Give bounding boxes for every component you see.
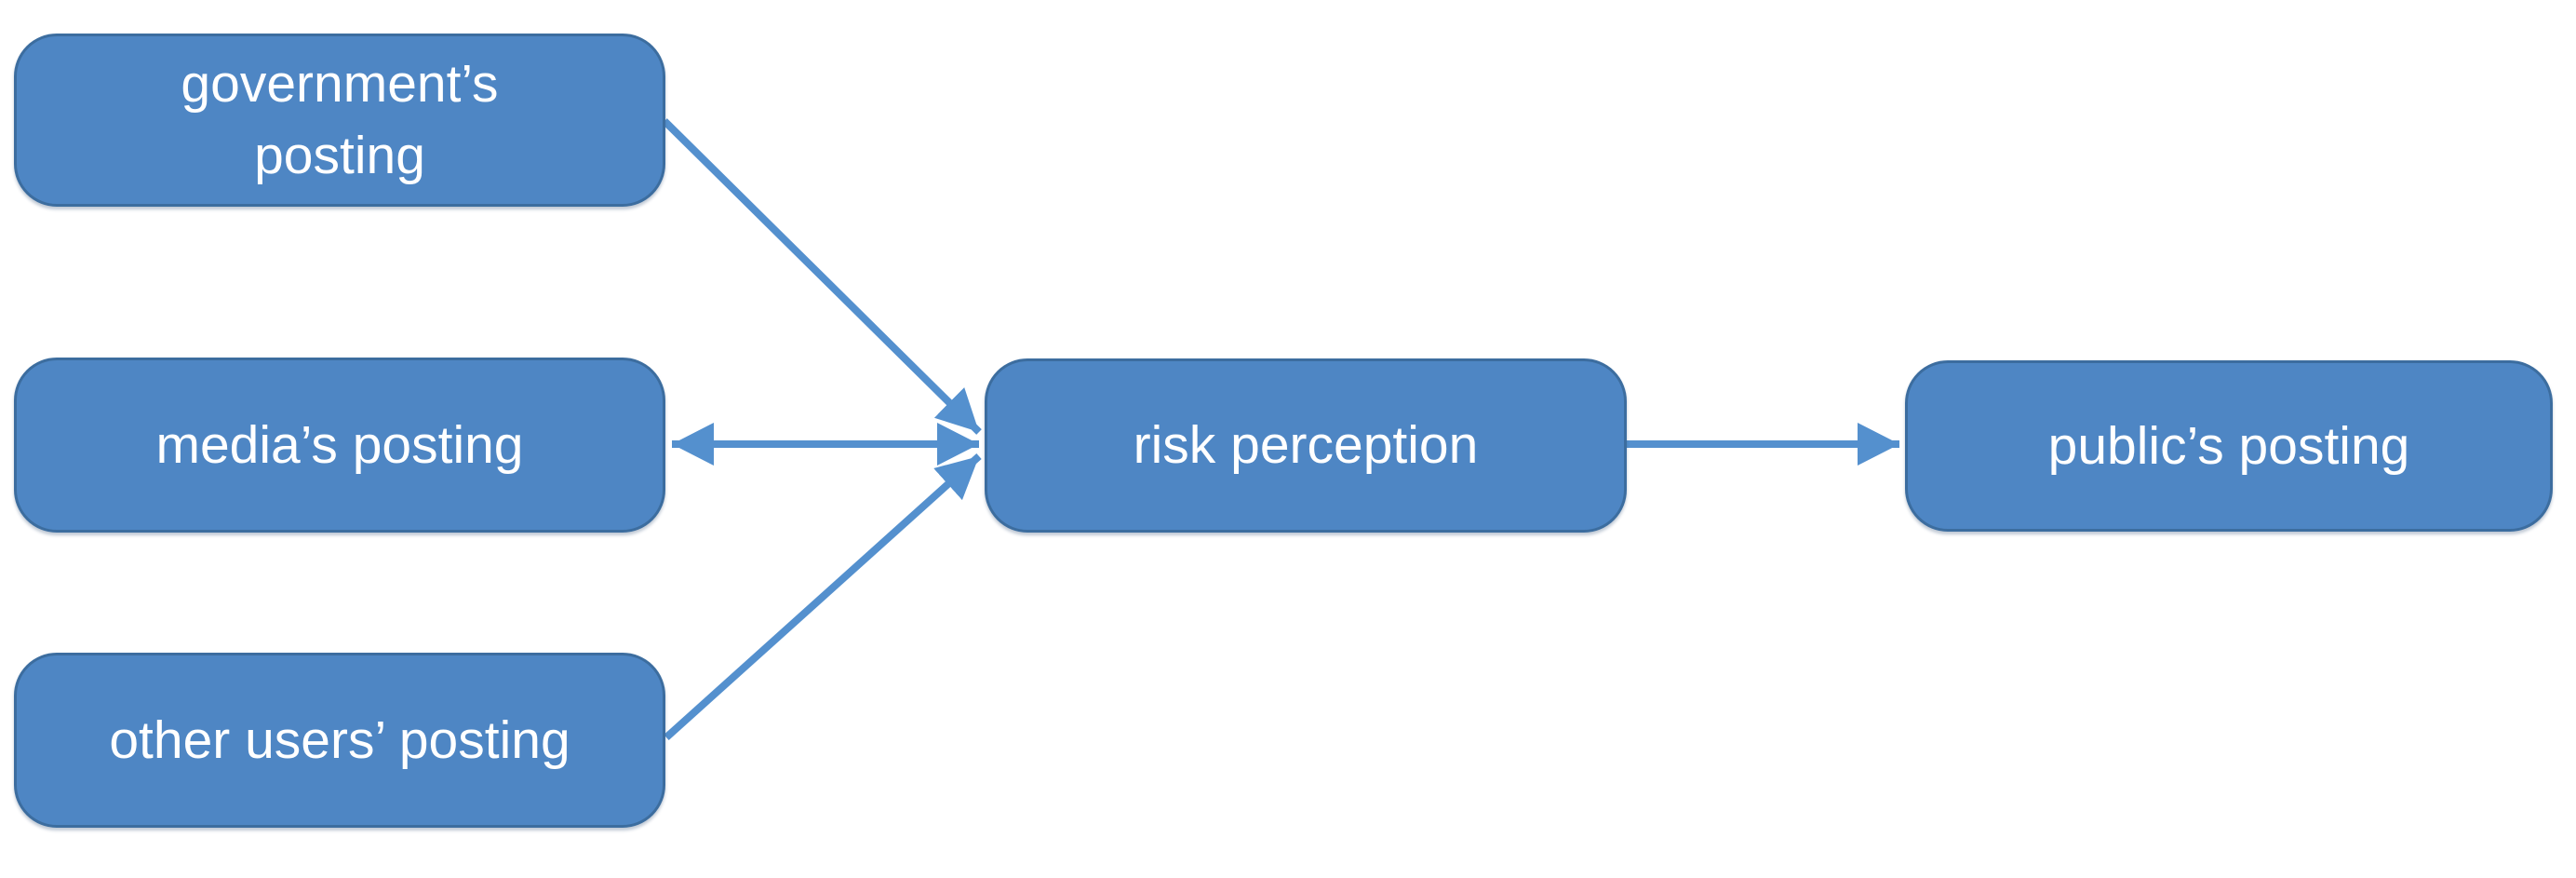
node-public-posting: public’s posting (1905, 360, 2553, 532)
node-risk-perception: risk perception (985, 358, 1627, 533)
node-government-posting: government’s posting (14, 34, 665, 207)
node-government-posting-label: government’s posting (181, 54, 499, 185)
arrow-other-users-to-risk (664, 453, 982, 740)
node-public-posting-label: public’s posting (2047, 415, 2410, 476)
node-risk-perception-label: risk perception (1133, 415, 1479, 476)
node-other-users-posting-label: other users’ posting (109, 709, 570, 770)
node-media-posting: media’s posting (14, 358, 665, 533)
node-other-users-posting: other users’ posting (14, 653, 665, 828)
arrow-government-to-risk (662, 118, 982, 435)
node-media-posting-label: media’s posting (155, 414, 524, 475)
